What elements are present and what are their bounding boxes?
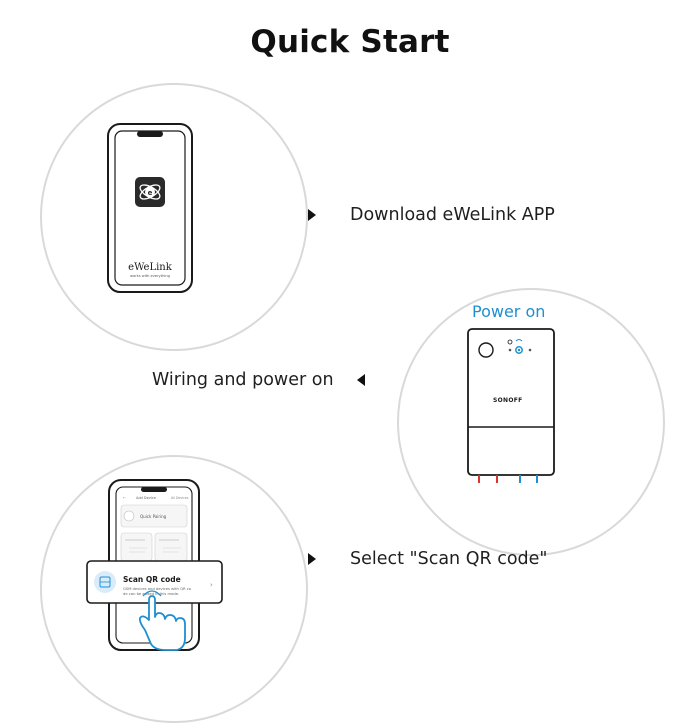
arrow-right-icon (308, 209, 316, 221)
app-name: eWeLink (128, 262, 173, 273)
sonoff-device-illustration: SONOFF (467, 328, 555, 483)
step2-text: Wiring and power on (152, 370, 334, 390)
step1-text: Download eWeLink APP (350, 205, 555, 225)
phone3-header-left: Add Device (136, 496, 156, 500)
arrow-right-icon (308, 553, 316, 565)
device-power-label: Power on (472, 302, 546, 321)
step3-text: Select "Scan QR code" (350, 549, 548, 569)
svg-text:›: › (210, 581, 213, 589)
scan-qr-desc-1: GSM devices and devices with QR co (123, 587, 192, 591)
phone-download-illustration: e eWeLink works with everything (107, 123, 193, 293)
app-tagline: works with everything (130, 274, 170, 278)
arrow-left-icon (357, 374, 365, 386)
ewelink-logo-icon: e (135, 177, 165, 207)
phone-scan-illustration: ← Add Device All Devices Quick Pairing S… (86, 479, 223, 651)
svg-text:←: ← (123, 496, 126, 500)
svg-text:e: e (148, 189, 153, 197)
page-title: Quick Start (250, 24, 450, 60)
scan-qr-desc-2: de can be added in this mode. (123, 592, 179, 596)
device-brand: SONOFF (493, 397, 523, 404)
scan-qr-title: Scan QR code (123, 575, 181, 584)
phone3-header-right: All Devices (171, 496, 189, 500)
quick-pairing-label: Quick Pairing (140, 514, 167, 519)
tapping-hand-icon (138, 590, 186, 651)
